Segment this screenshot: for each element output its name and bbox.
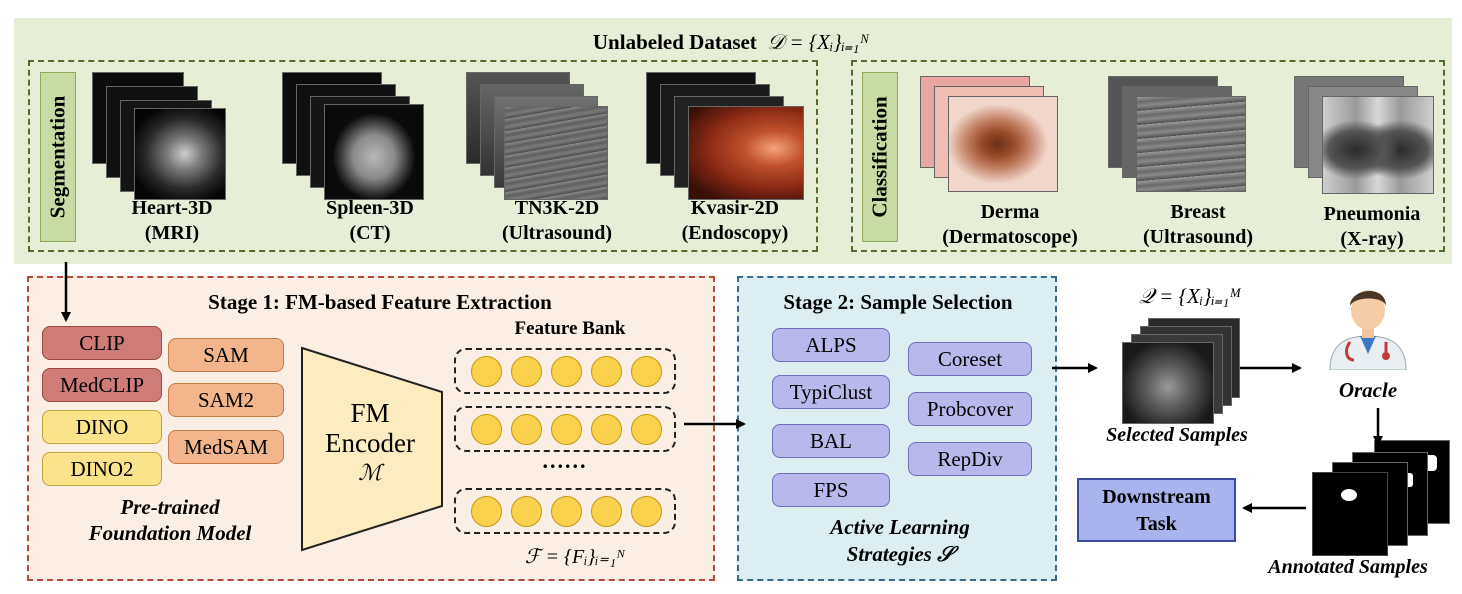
classification-label: Classification [862, 72, 898, 242]
strategy-typiclust: TypiClust [772, 375, 890, 409]
dataset-name: Kvasir-2D [690, 197, 780, 219]
model-medsam: MedSAM [168, 430, 284, 464]
dataset-name: Heart-3D [131, 197, 213, 219]
dataset-modality: (X-ray) [1340, 228, 1404, 250]
stage1-title: Stage 1: FM-based Feature Extraction [208, 290, 552, 314]
feature-row [454, 406, 676, 452]
dataset-modality: (Dermatoscope) [942, 226, 1078, 248]
dataset-modality: (Endoscopy) [681, 222, 789, 244]
annotated-samples-label: Annotated Samples [1268, 556, 1428, 578]
selected-samples-label: Selected Samples [1106, 424, 1248, 446]
dataset-label-spleen: Spleen-3D (CT) [300, 196, 440, 246]
dataset-label-pneumonia: Pneumonia (X-ray) [1302, 202, 1442, 252]
encoder-line: FM [350, 398, 390, 428]
dataset-label-derma: Derma (Dermatoscope) [920, 200, 1100, 250]
model-sam: SAM [168, 338, 284, 372]
segmentation-group [28, 60, 818, 252]
dataset-name: Derma [980, 201, 1040, 223]
feature-row [454, 488, 676, 534]
feature-bank-label: Feature Bank [514, 318, 626, 339]
encoder-line: Encoder [325, 428, 415, 458]
title-text: Unlabeled Dataset [592, 30, 757, 54]
strategy-coreset: Coreset [908, 342, 1032, 376]
stage2-title: Stage 2: Sample Selection [783, 290, 1013, 314]
dataset-modality: (Ultrasound) [1142, 226, 1253, 248]
title-math: 𝒟 = {Xᵢ}ᵢ₌₁ᴺ [767, 30, 870, 54]
model-clip: CLIP [42, 326, 162, 360]
feature-ellipsis: ...... [542, 448, 588, 473]
model-dino: DINO [42, 410, 162, 444]
dataset-name: TN3K-2D [514, 197, 600, 219]
caption-line: Foundation Model [88, 521, 252, 545]
caption-line: Pre-trained [120, 495, 220, 519]
strategy-alps: ALPS [772, 328, 890, 362]
downstream-line: Downstream [1102, 486, 1211, 508]
caption-line: Active Learning [830, 515, 970, 539]
downstream-line: Task [1136, 513, 1177, 535]
foundation-model-caption: Pre-trained Foundation Model [40, 494, 300, 546]
downstream-task-box: Downstream Task [1077, 478, 1236, 542]
dataset-label-breast: Breast (Ultrasound) [1118, 200, 1278, 250]
dataset-label-tn3k: TN3K-2D (Ultrasound) [482, 196, 632, 246]
classification-group [851, 60, 1445, 252]
strategy-probcover: Probcover [908, 392, 1032, 426]
dataset-label-heart: Heart-3D (MRI) [112, 196, 232, 246]
model-medclip: MedCLIP [42, 368, 162, 402]
dataset-modality: (MRI) [144, 222, 200, 244]
dataset-name: Pneumonia [1323, 203, 1421, 225]
segmentation-label: Segmentation [40, 72, 76, 242]
dataset-modality: (Ultrasound) [501, 222, 612, 244]
strategy-fps: FPS [772, 473, 890, 507]
feature-set-math: ℱ = {Fᵢ}ᵢ₌₁ᴺ [524, 546, 626, 568]
fm-encoder-label: FM Encoder ℳ [300, 398, 440, 488]
caption-line: Strategies 𝒮 [846, 542, 954, 566]
query-set-math: 𝒬 = {Xᵢ}ᵢ₌₁ᴹ [1138, 284, 1242, 308]
strategy-bal: BAL [772, 424, 890, 458]
model-dino2: DINO2 [42, 452, 162, 486]
dataset-name: Spleen-3D [326, 197, 414, 219]
dataset-name: Breast [1170, 201, 1226, 223]
encoder-symbol: ℳ [358, 460, 382, 485]
dataset-label-kvasir: Kvasir-2D (Endoscopy) [660, 196, 810, 246]
doctor-icon [1329, 290, 1407, 370]
feature-row [454, 348, 676, 394]
strategies-caption: Active Learning Strategies 𝒮 [770, 514, 1030, 568]
strategy-repdiv: RepDiv [908, 442, 1032, 476]
oracle-label: Oracle [1338, 378, 1398, 402]
model-sam2: SAM2 [168, 383, 284, 417]
dataset-modality: (CT) [349, 222, 391, 244]
fm-encoder-shape [301, 346, 443, 552]
unlabeled-dataset-title: Unlabeled Dataset 𝒟 = {Xᵢ}ᵢ₌₁ᴺ [0, 30, 1462, 55]
